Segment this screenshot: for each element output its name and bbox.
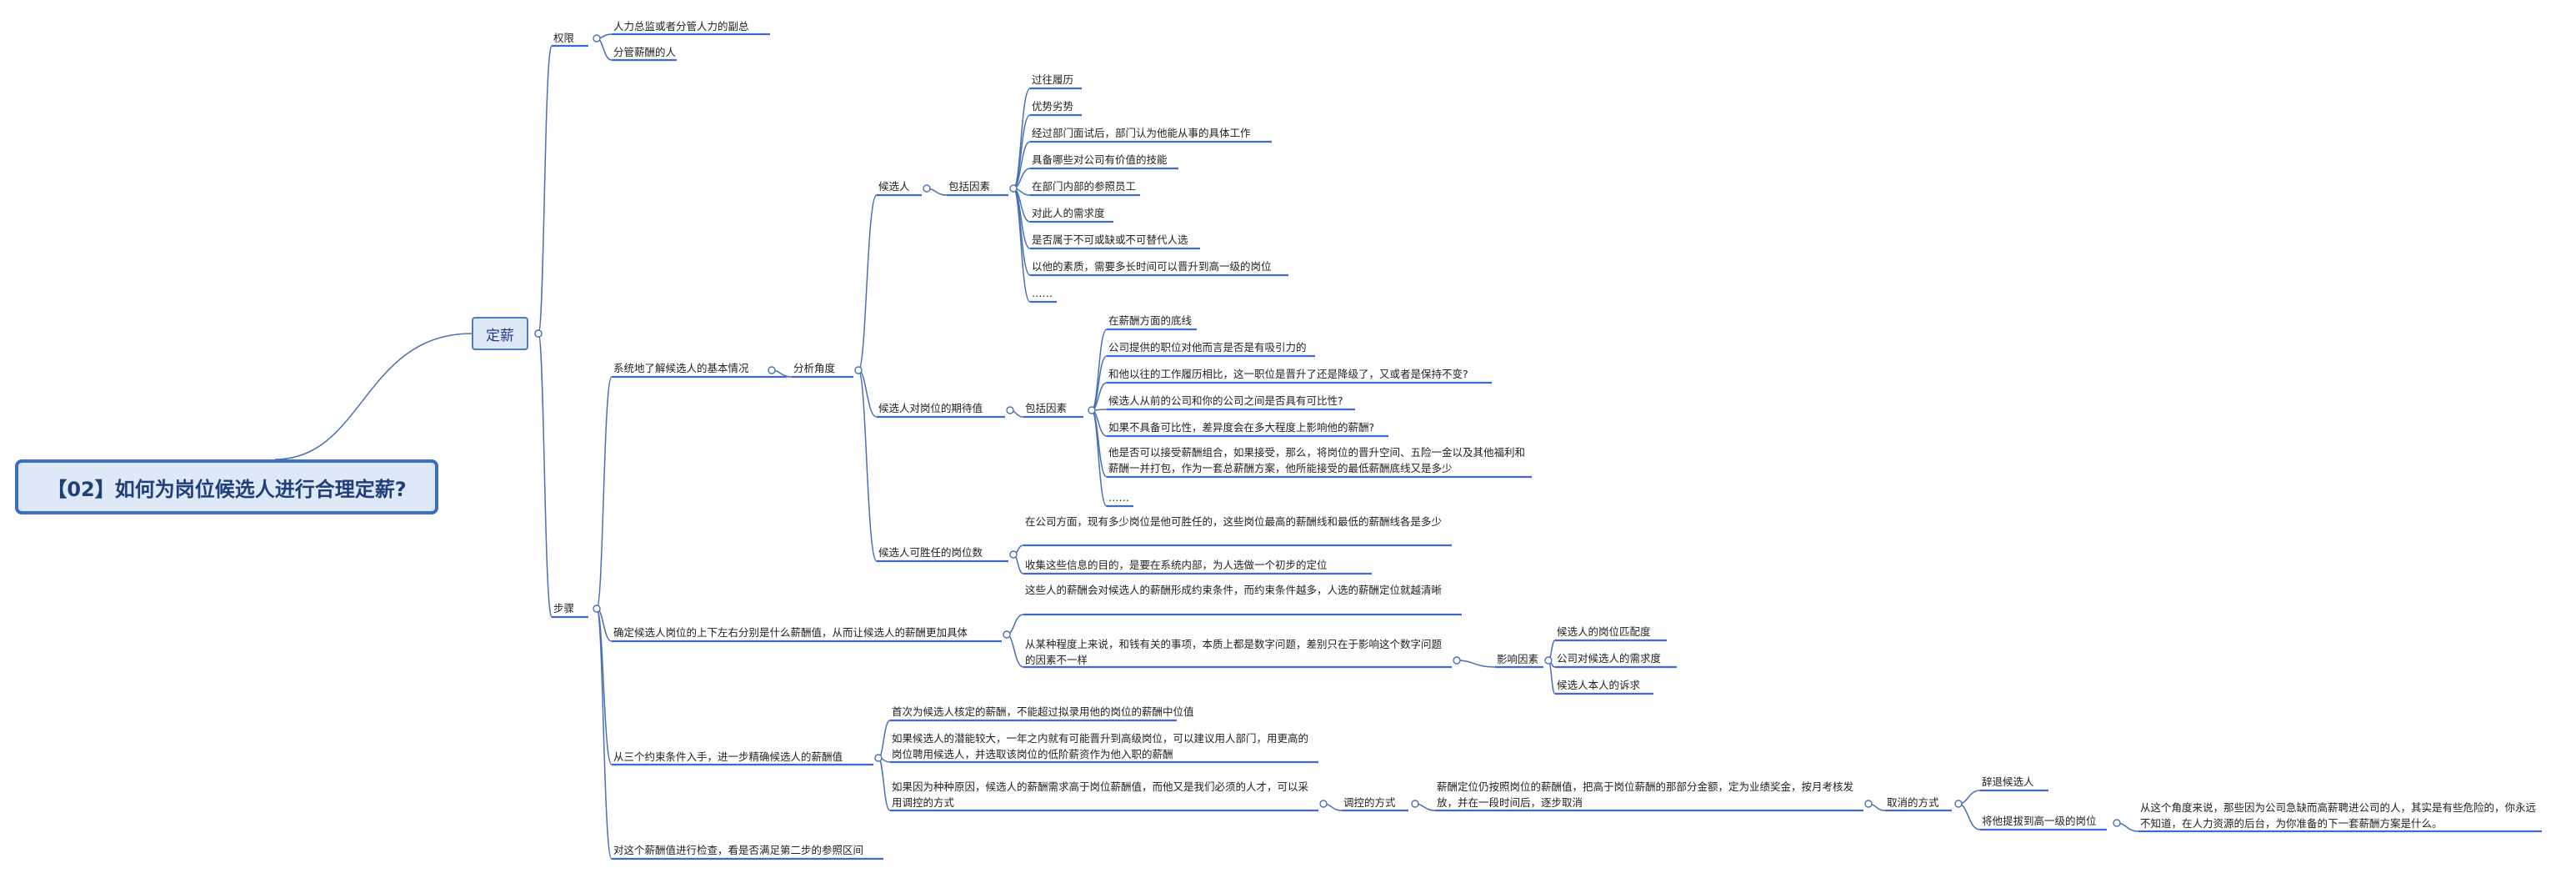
connector [1091, 409, 1108, 507]
candidate-factor[interactable]: 对此人的需求度 [1032, 207, 1105, 219]
connector [878, 720, 891, 759]
control-method-topic[interactable]: 调控的方式 [1343, 796, 1396, 809]
step3-item[interactable]: 首次为候选人核定的薪酬，不能超过拟录用他的岗位的薪酬中位值 [892, 705, 1194, 718]
main-topic-pay[interactable]: 定薪 [472, 317, 528, 350]
competent-item[interactable]: 收集这些信息的目的，是要在系统内部，为人选做一个初步的定位 [1025, 559, 1328, 571]
collapse-toggle[interactable] [593, 605, 601, 613]
collapse-toggle[interactable] [1009, 184, 1018, 193]
collapse-toggle[interactable] [534, 329, 543, 338]
connector [878, 757, 891, 811]
authority-topic[interactable]: 权限 [553, 32, 575, 44]
collapse-toggle[interactable] [1411, 800, 1419, 808]
expectation-topic[interactable]: 候选人对岗位的期待值 [878, 402, 983, 414]
collapse-toggle[interactable] [1954, 800, 1963, 808]
cancel-option[interactable]: 将他提拔到高一级的岗位 [1982, 815, 2097, 827]
candidate-factor[interactable]: 具备哪些对公司有价值的技能 [1032, 153, 1168, 166]
collapse-toggle[interactable] [768, 366, 776, 374]
collapse-toggle[interactable] [1453, 656, 1461, 665]
collapse-toggle[interactable] [1319, 800, 1328, 808]
candidate-topic[interactable]: 候选人 [878, 180, 910, 193]
candidate-factor[interactable]: …… [1032, 287, 1053, 299]
root-topic[interactable]: 【02】如何为岗位候选人进行合理定薪? [15, 459, 438, 514]
collapse-toggle[interactable] [923, 184, 931, 193]
step1-topic[interactable]: 系统地了解候选人的基本情况 [613, 362, 749, 374]
expectation-factor[interactable]: 在薪酬方面的底线 [1108, 314, 1193, 327]
expectation-factor[interactable]: 公司提供的职位对他而言是否是有吸引力的 [1108, 341, 1307, 354]
expectation-factor[interactable]: 他是否可以接受薪酬组合，如果接受，那么，将岗位的晋升空间、五险一金以及其他福利和… [1108, 446, 1526, 474]
candidate-factor[interactable]: 是否属于不可或缺或不可替代人选 [1032, 233, 1188, 246]
collapse-toggle[interactable] [854, 366, 863, 374]
cancel-method-topic[interactable]: 取消的方式 [1887, 796, 1939, 809]
expectation-factor[interactable]: 和他以往的工作履历相比，这一职位是晋升了还是降级了，又或者是保持不变? [1108, 368, 1468, 380]
collapse-toggle[interactable] [593, 34, 601, 43]
competent-positions-topic[interactable]: 候选人可胜任的岗位数 [878, 546, 983, 559]
connector [1006, 634, 1024, 668]
candidate-factor[interactable]: 在部门内部的参照员工 [1032, 180, 1137, 193]
expectation-factor[interactable]: 候选人从前的公司和你的公司之间是否具有可比性? [1108, 394, 1343, 407]
influence-factors-topic[interactable]: 影响因素 [1497, 653, 1539, 665]
connector [596, 376, 613, 610]
collapse-toggle[interactable] [1864, 800, 1873, 808]
collapse-toggle[interactable] [1006, 406, 1014, 414]
cancel-option[interactable]: 辞退候选人 [1982, 775, 2034, 788]
step3-topic[interactable]: 从三个约束条件入手，进一步精确候选人的薪酬值 [613, 750, 843, 763]
connector [858, 369, 878, 562]
connector [1013, 188, 1031, 276]
connector [596, 38, 613, 61]
analysis-angle-topic[interactable]: 分析角度 [793, 362, 836, 374]
competent-item[interactable]: 在公司方面，现有多少岗位是他可胜任的，这些岗位最高的薪酬线和最低的薪酬线各是多少 [1025, 515, 1443, 528]
connector [1548, 660, 1556, 695]
connector [1958, 803, 1981, 830]
control-method-text[interactable]: 薪酬定位仍按照岗位的薪酬值，把高于岗位薪酬的那部分金额，定为业绩奖金，按月考核发… [1437, 780, 1854, 809]
authority-item[interactable]: 人力总监或者分管人力的副总 [613, 20, 749, 33]
connector [1013, 188, 1031, 303]
root-connector [274, 333, 473, 460]
connector [858, 194, 878, 371]
step2-item[interactable]: 这些人的薪酬会对候选人的薪酬形成约束条件，而约束条件越多，人选的薪酬定位就越清晰 [1025, 584, 1443, 596]
expectation-factor[interactable]: 如果不具备可比性，差异度会在多大程度上影响他的薪酬? [1108, 421, 1375, 434]
steps-topic[interactable]: 步骤 [553, 602, 575, 615]
step2-topic[interactable]: 确定候选人岗位的上下左右分别是什么薪酬值，从而让候选人的薪酬更加具体 [613, 626, 968, 639]
expectation-factor[interactable]: …… [1108, 491, 1129, 504]
candidate-factor[interactable]: 过往履历 [1032, 73, 1074, 86]
expectation-factors-topic[interactable]: 包括因素 [1025, 402, 1068, 414]
collapse-toggle[interactable] [1088, 406, 1096, 414]
step2-item[interactable]: 从某种程度上来说，和钱有关的事项，本质上都是数字问题，差别只在于影响这个数字问题… [1025, 638, 1443, 666]
influence-factor[interactable]: 候选人的岗位匹配度 [1557, 625, 1651, 638]
collapse-toggle[interactable] [1009, 550, 1018, 559]
step3-item[interactable]: 如果因为种种原因，候选人的薪酬需求高于岗位薪酬值，而他又是我们必须的人才，可以采… [892, 780, 1309, 809]
candidate-factor[interactable]: 以他的素质，需要多长时间可以晋升到高一级的岗位 [1032, 260, 1272, 273]
collapse-toggle[interactable] [874, 754, 883, 762]
candidate-factors-topic[interactable]: 包括因素 [948, 180, 991, 193]
collapse-toggle[interactable] [1544, 656, 1553, 665]
influence-factor[interactable]: 候选人本人的诉求 [1557, 679, 1641, 691]
influence-factor[interactable]: 公司对候选人的需求度 [1557, 652, 1662, 665]
collapse-toggle[interactable] [1003, 630, 1011, 639]
connector [538, 45, 553, 334]
candidate-factor[interactable]: 经过部门面试后，部门认为他能从事的具体工作 [1032, 127, 1251, 139]
step3-item[interactable]: 如果候选人的潜能较大，一年之内就有可能晋升到高级岗位，可以建议用人部门，用更高的… [892, 732, 1309, 760]
collapse-toggle[interactable] [2113, 819, 2121, 827]
connector [1013, 88, 1031, 189]
connector [596, 608, 613, 860]
connector [1456, 660, 1496, 668]
step4-topic[interactable]: 对这个薪酬值进行检查，看是否满足第二步的参照区间 [613, 844, 864, 856]
connector [1091, 329, 1108, 411]
authority-item[interactable]: 分管薪酬的人 [613, 46, 677, 58]
cancel-note[interactable]: 从这个角度来说，那些因为公司急缺而高薪聘进公司的人，其实是有些危险的，你永远不知… [2140, 801, 2537, 830]
candidate-factor[interactable]: 优势劣势 [1032, 100, 1074, 113]
connector [538, 333, 553, 618]
